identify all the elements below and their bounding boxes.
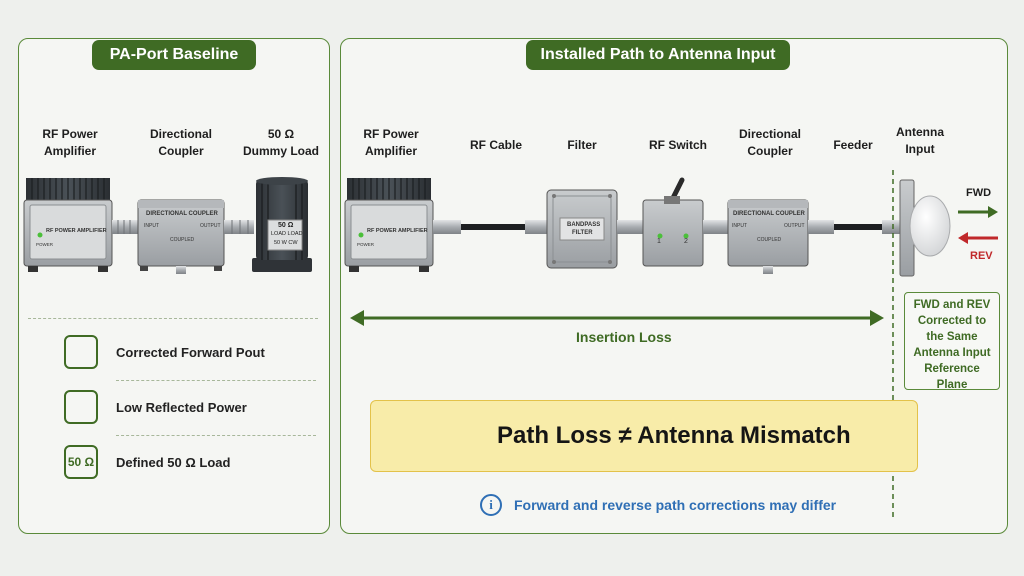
fwd-label: FWD	[966, 187, 992, 199]
info-note: i Forward and reverse path corrections m…	[480, 494, 836, 516]
insertion-loss-label: Insertion Loss	[576, 329, 672, 345]
feature-forward-pout: Corrected Forward Pout	[64, 335, 265, 369]
left-load-plate-3: 50 W CW	[274, 240, 298, 246]
left-load-plate-1: 50 Ω	[278, 222, 294, 229]
right-connector-5	[808, 220, 834, 234]
right-label-cable: RF Cable	[469, 138, 523, 152]
left-connector-1	[112, 220, 138, 234]
right-amplifier	[344, 178, 434, 272]
left-load-plate-2: LOAD LOAD	[271, 231, 303, 237]
right-label-amp: RF Power Amplifier	[363, 127, 419, 158]
feature-forward-pout-text: Corrected Forward Pout	[116, 344, 265, 360]
info-text: Forward and reverse path corrections may…	[514, 497, 837, 513]
right-label-coupler: Directional Coupler	[738, 127, 802, 158]
left-coupler	[137, 199, 225, 274]
filter-plate-2: FILTER	[572, 230, 593, 236]
right-label-switch: RF Switch	[648, 138, 708, 152]
left-dummy-load	[252, 177, 312, 272]
warning-text: Path Loss ≠ Antenna Mismatch	[497, 422, 851, 449]
left-label-load: 50 Ω Dummy Load	[242, 127, 320, 158]
trend-down-icon-frame	[64, 390, 98, 424]
info-icon: i	[480, 494, 502, 516]
left-coupler-output: OUTPUT	[200, 223, 221, 229]
divider-1	[28, 318, 318, 319]
divider-3	[116, 435, 316, 436]
switch-port-1: 1	[657, 238, 661, 245]
right-coupler-coupled: COUPLED	[757, 237, 782, 243]
right-label-filter: Filter	[567, 138, 597, 152]
right-label-antenna: Antenna Input	[896, 125, 944, 156]
antenna-device	[899, 179, 951, 277]
left-amp-power: POWER	[36, 242, 54, 247]
right-connector-4	[703, 220, 729, 234]
left-amp-plate: RF POWER AMPLIFIER	[46, 228, 107, 234]
filter-device	[546, 189, 618, 269]
feature-low-reflected-text: Low Reflected Power	[116, 399, 247, 415]
rev-label: REV	[970, 250, 993, 262]
right-connector-2	[525, 220, 547, 234]
filter-plate-1: BANDPASS	[567, 222, 601, 228]
right-coupler-input: INPUT	[732, 223, 747, 229]
left-coupler-plate: DIRECTIONAL COUPLER	[146, 211, 218, 217]
left-label-amp: RF Power Amplifier	[42, 127, 98, 158]
left-amplifier	[23, 178, 113, 272]
left-connector-2	[224, 220, 254, 234]
feeder-cable	[834, 224, 884, 230]
right-connector-1	[433, 220, 461, 234]
reference-plane-note: FWD and REV Corrected to the Same Antenn…	[904, 292, 1000, 391]
trend-up-icon-frame	[64, 335, 98, 369]
right-coupler-plate: DIRECTIONAL COUPLER	[733, 211, 805, 217]
switch-port-2: 2	[684, 238, 688, 245]
rf-switch-device	[642, 177, 704, 267]
left-coupler-coupled: COUPLED	[170, 237, 195, 243]
left-panel-title: PA-Port Baseline	[92, 40, 256, 70]
feature-defined-load-text: Defined 50 Ω Load	[116, 454, 231, 470]
right-label-feeder: Feeder	[833, 138, 873, 152]
left-label-coupler: Directional Coupler	[149, 127, 213, 158]
right-panel-title: Installed Path to Antenna Input	[526, 40, 790, 70]
rf-cable	[461, 224, 527, 230]
right-amp-power: POWER	[357, 242, 375, 247]
feature-low-reflected: Low Reflected Power	[64, 390, 247, 424]
right-connector-3	[617, 220, 643, 234]
feature-defined-load: 50 Ω Defined 50 Ω Load	[64, 445, 230, 479]
left-coupler-input: INPUT	[144, 223, 159, 229]
warning-banner: Path Loss ≠ Antenna Mismatch	[370, 400, 918, 472]
right-coupler-output: OUTPUT	[784, 223, 805, 229]
right-amp-plate: RF POWER AMPLIFIER	[367, 228, 428, 234]
ohm-badge: 50 Ω	[64, 445, 98, 479]
divider-2	[116, 380, 316, 381]
